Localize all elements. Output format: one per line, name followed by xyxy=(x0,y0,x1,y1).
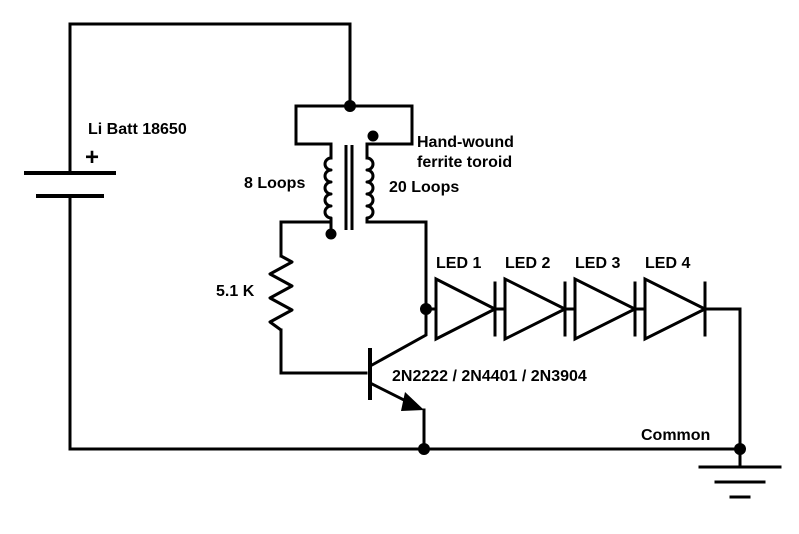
led-1 xyxy=(434,276,499,342)
led-string-return-wire xyxy=(703,307,742,451)
resistor-zigzag xyxy=(268,254,294,332)
transformer-label-line2: ferrite toroid xyxy=(417,154,512,171)
primary-winding-label: 8 Loops xyxy=(244,175,305,192)
secondary-output-wire xyxy=(365,220,428,311)
secondary-winding-label: 20 Loops xyxy=(389,179,459,196)
transistor-collector-lead xyxy=(369,307,428,368)
ground-symbol-icon xyxy=(698,447,782,499)
led-2 xyxy=(503,276,569,342)
polarity-dot-primary xyxy=(325,228,337,240)
led-4-triangle xyxy=(643,276,709,342)
junction-dot-collector xyxy=(420,303,432,315)
transistor-label: 2N2222 / 2N4401 / 2N3904 xyxy=(392,368,587,385)
battery-branch xyxy=(24,22,742,451)
resistor-to-base-wire xyxy=(279,328,368,375)
led-2-triangle xyxy=(503,276,569,342)
transformer-label-line1: Hand-wound xyxy=(417,134,514,151)
battery-label: Li Batt 18650 xyxy=(88,121,187,138)
transformer-top-bus xyxy=(294,104,414,160)
ferrite-toroid-transformer xyxy=(279,104,428,311)
junction-dot-emitter xyxy=(418,443,430,455)
junction-dots xyxy=(325,100,746,455)
led-3 xyxy=(573,276,639,342)
junction-dot-top xyxy=(344,100,356,112)
labels: Li Batt 18650 + Hand-wound ferrite toroi… xyxy=(85,121,710,444)
led-1-triangle xyxy=(434,276,499,342)
battery-plus-sign: + xyxy=(85,144,99,171)
top-supply-wire xyxy=(68,22,352,175)
led-1-label: LED 1 xyxy=(436,255,481,272)
npn-transistor xyxy=(368,307,428,451)
junction-dot-common xyxy=(734,443,746,455)
led-4-label: LED 4 xyxy=(645,255,690,272)
led-2-label: LED 2 xyxy=(505,255,550,272)
bottom-return-wire xyxy=(68,194,742,451)
primary-winding-coil xyxy=(323,156,333,229)
resistor xyxy=(268,254,368,375)
emitter-arrow-icon xyxy=(401,392,424,411)
common-label: Common xyxy=(641,427,710,444)
led-3-label: LED 3 xyxy=(575,255,620,272)
secondary-winding-coil xyxy=(365,156,375,222)
led-3-triangle xyxy=(573,276,639,342)
led-4 xyxy=(643,276,709,342)
led-string xyxy=(424,276,742,451)
polarity-dot-secondary xyxy=(367,130,379,142)
resistor-label: 5.1 K xyxy=(216,283,255,300)
primary-output-wire xyxy=(279,220,333,258)
